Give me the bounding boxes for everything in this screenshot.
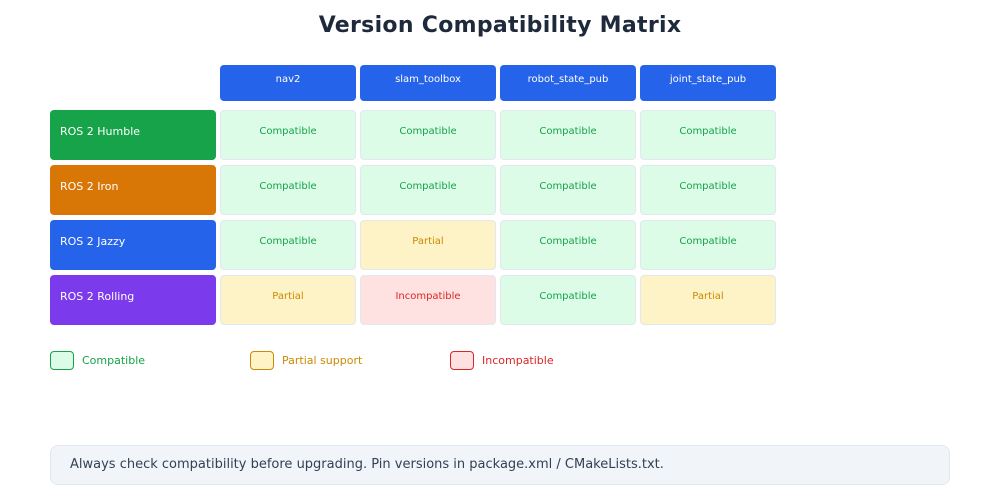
matrix-cell: Partial xyxy=(640,275,776,325)
legend-label: Compatible xyxy=(82,353,146,367)
legend-partial: Partial support xyxy=(250,350,362,370)
matrix-cell: Incompatible xyxy=(360,275,496,325)
legend-swatch-compatible xyxy=(50,350,74,370)
matrix-cell: Compatible xyxy=(500,165,636,215)
legend-label: Partial support xyxy=(282,353,363,367)
matrix-cell: Compatible xyxy=(500,110,636,160)
row-header-rolling: ROS 2 Rolling xyxy=(50,275,216,325)
legend-incompatible: Incompatible xyxy=(450,350,554,370)
matrix-cell: Compatible xyxy=(220,165,356,215)
row-header-jazzy: ROS 2 Jazzy xyxy=(50,220,216,270)
legend-swatch-incompatible xyxy=(450,350,474,370)
legend-swatch-partial xyxy=(250,350,274,370)
column-header-joint-state-pub: joint_state_pub xyxy=(640,65,776,101)
matrix-cell: Compatible xyxy=(640,165,776,215)
matrix-cell: Compatible xyxy=(640,220,776,270)
column-header-slam-toolbox: slam_toolbox xyxy=(360,65,496,101)
matrix-cell: Compatible xyxy=(640,110,776,160)
legend-label: Incompatible xyxy=(482,353,554,367)
column-header-robot-state-pub: robot_state_pub xyxy=(500,65,636,101)
legend-compatible: Compatible xyxy=(50,350,145,370)
matrix-cell: Compatible xyxy=(500,275,636,325)
matrix-cell: Partial xyxy=(220,275,356,325)
matrix-cell: Compatible xyxy=(360,165,496,215)
column-header-nav2: nav2 xyxy=(220,65,356,101)
matrix-cell: Compatible xyxy=(220,110,356,160)
row-header-humble: ROS 2 Humble xyxy=(50,110,216,160)
matrix-cell: Compatible xyxy=(500,220,636,270)
matrix-cell: Partial xyxy=(360,220,496,270)
matrix-cell: Compatible xyxy=(220,220,356,270)
matrix-cell: Compatible xyxy=(360,110,496,160)
note-box: Always check compatibility before upgrad… xyxy=(50,445,950,485)
row-header-iron: ROS 2 Iron xyxy=(50,165,216,215)
page-title: Version Compatibility Matrix xyxy=(318,13,682,38)
